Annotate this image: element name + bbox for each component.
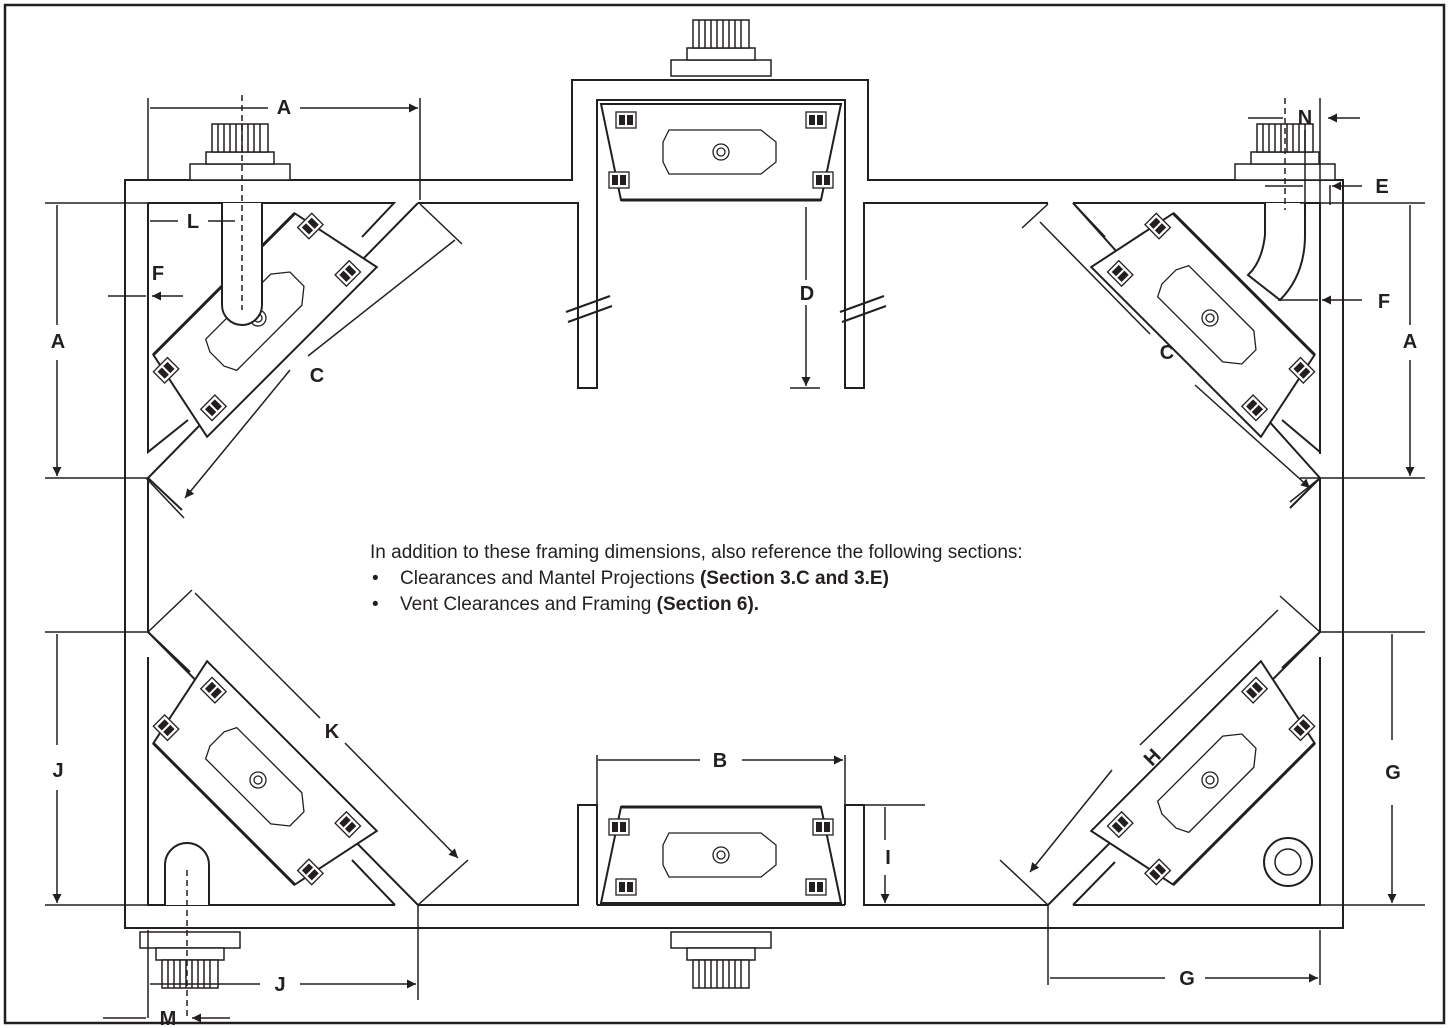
fireplace-top-center: [601, 104, 841, 200]
label-C-left: C: [310, 365, 324, 387]
label-B: B: [713, 750, 727, 772]
label-G-bottom: G: [1179, 968, 1195, 990]
label-C-right: C: [1160, 342, 1174, 364]
note-list: Clearances and Mantel Projections (Secti…: [370, 566, 1023, 618]
label-K: K: [325, 721, 340, 743]
label-A-left: A: [51, 331, 65, 353]
label-M: M: [160, 1008, 177, 1028]
vent-cap-top-center: [670, 19, 772, 77]
label-J-left: J: [52, 760, 63, 782]
vent-round-bottom-right: [1263, 837, 1313, 887]
label-I: I: [885, 847, 891, 869]
center-lines: [186, 95, 1286, 1020]
vent-cap-bottom-left: [139, 931, 241, 989]
label-A-top: A: [277, 97, 291, 119]
label-L: L: [187, 211, 199, 233]
label-D: D: [800, 283, 814, 305]
note-item-clearances-ref: (Section 3.C and 3.E): [699, 568, 889, 589]
note-item-vent: Vent Clearances and Framing (Section 6).: [370, 592, 1023, 618]
label-E: E: [1375, 176, 1388, 198]
dimension-lines: [45, 98, 1425, 1018]
note-item-clearances-text: Clearances and Mantel Projections: [400, 568, 700, 589]
label-F-right: F: [1378, 291, 1390, 313]
vent-elbow-top-right: [1246, 203, 1306, 302]
note-intro: In addition to these framing dimensions,…: [370, 542, 1023, 563]
vent-cap-bottom-center: [670, 931, 772, 989]
label-G-right: G: [1385, 762, 1401, 784]
fireplace-bottom-center: [601, 807, 841, 903]
note-item-vent-text: Vent Clearances and Framing: [400, 594, 657, 615]
note-item-vent-ref: (Section 6).: [656, 594, 760, 615]
label-F-left: F: [152, 263, 164, 285]
reference-note: In addition to these framing dimensions,…: [370, 540, 1023, 618]
vent-pipe-top-left: [221, 203, 263, 326]
label-J-bottom: J: [274, 974, 285, 996]
label-N: N: [1298, 107, 1312, 129]
label-A-right: A: [1403, 331, 1417, 353]
note-item-clearances: Clearances and Mantel Projections (Secti…: [370, 566, 1023, 592]
vent-cap-top-left: [189, 123, 291, 181]
page-border: [3, 3, 1446, 1025]
